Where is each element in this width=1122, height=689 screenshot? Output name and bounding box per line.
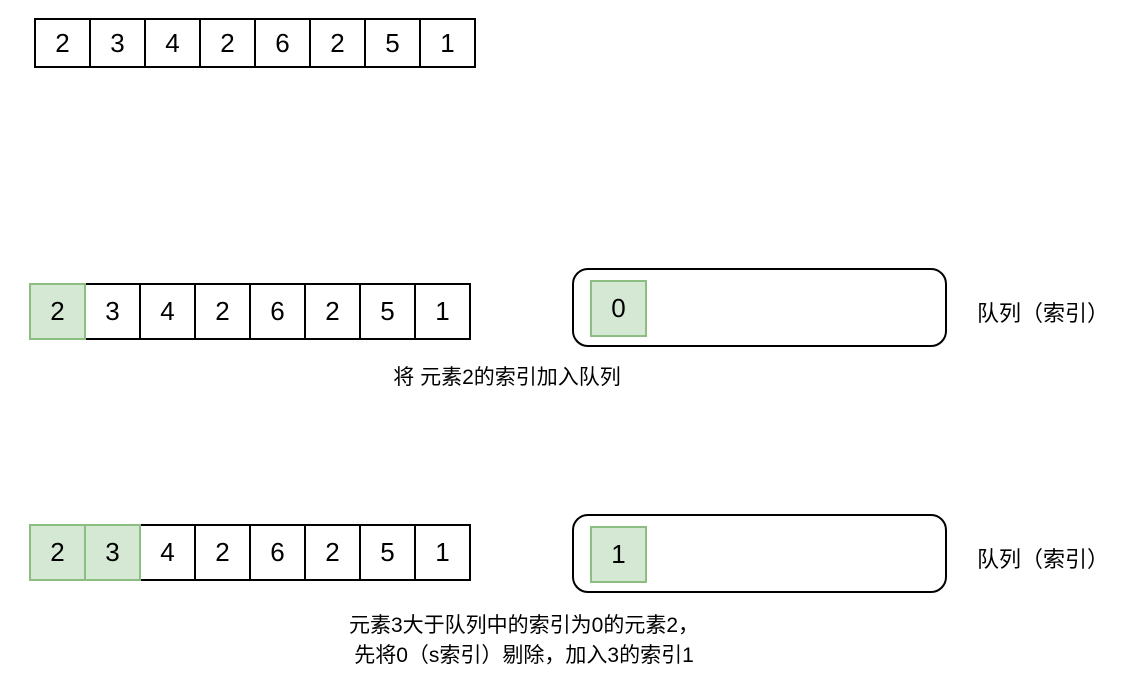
queue-item: 1 — [590, 526, 647, 583]
array-step-2: 2 3 4 2 6 2 5 1 — [29, 524, 471, 581]
array-step-1: 2 3 4 2 6 2 5 1 — [29, 283, 471, 340]
array-initial: 2 3 4 2 6 2 5 1 — [34, 18, 476, 68]
caption-step-1: 将 元素2的索引加入队列 — [393, 363, 621, 393]
array-cell: 2 — [304, 524, 361, 581]
array-cell: 2 — [309, 18, 366, 68]
array-cell: 2 — [304, 283, 361, 340]
array-cell: 1 — [414, 283, 471, 340]
array-cell: 4 — [139, 283, 196, 340]
array-cell: 5 — [359, 524, 416, 581]
array-cell: 6 — [249, 283, 306, 340]
array-cell: 2 — [29, 283, 86, 340]
array-cell: 2 — [34, 18, 91, 68]
caption-line: 元素3大于队列中的索引为0的元素2， — [348, 614, 700, 637]
array-cell: 2 — [194, 283, 251, 340]
array-cell: 1 — [419, 18, 476, 68]
array-cell: 4 — [144, 18, 201, 68]
caption-line: 先将0（s索引）剔除，加入3的索引1 — [354, 644, 694, 667]
array-cell: 3 — [84, 524, 141, 581]
queue-item: 0 — [590, 280, 647, 337]
caption-step-2: 元素3大于队列中的索引为0的元素2， 先将0（s索引）剔除，加入3的索引1 — [349, 611, 699, 671]
array-cell: 6 — [254, 18, 311, 68]
queue-label: 队列（索引） — [977, 547, 1110, 572]
array-cell: 6 — [249, 524, 306, 581]
queue-label: 队列（索引） — [977, 301, 1110, 326]
array-cell: 2 — [199, 18, 256, 68]
queue-box-step-2: 1 — [572, 514, 947, 593]
caption-line: 将 元素2的索引加入队列 — [393, 366, 621, 389]
array-cell: 3 — [84, 283, 141, 340]
array-cell: 3 — [89, 18, 146, 68]
array-cell: 5 — [359, 283, 416, 340]
queue-box-step-1: 0 — [572, 268, 947, 347]
array-cell: 2 — [29, 524, 86, 581]
array-cell: 4 — [139, 524, 196, 581]
array-cell: 2 — [194, 524, 251, 581]
array-cell: 1 — [414, 524, 471, 581]
array-cell: 5 — [364, 18, 421, 68]
